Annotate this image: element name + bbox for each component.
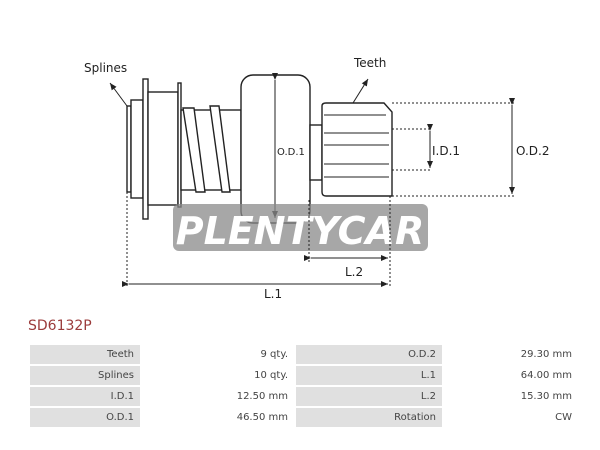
spec-key: L.1 <box>296 366 442 385</box>
spec-value: CW <box>444 408 578 427</box>
spec-key: Splines <box>30 366 140 385</box>
spec-key: O.D.2 <box>296 345 442 364</box>
starter-drive-diagram: Splines Teeth O.D.1 O.D.2 I.D.1 PLENTYCA… <box>84 56 549 301</box>
teeth-label: Teeth <box>353 56 386 70</box>
spec-value: 15.30 mm <box>444 387 578 406</box>
spec-key: Teeth <box>30 345 140 364</box>
spec-key: O.D.1 <box>30 408 140 427</box>
id1-label: I.D.1 <box>432 144 460 158</box>
od2-label: O.D.2 <box>516 144 549 158</box>
drive-drawing <box>126 74 393 224</box>
spec-value: 46.50 mm <box>142 408 294 427</box>
l1-label: L.1 <box>264 287 282 301</box>
product-code: SD6132P <box>28 318 92 334</box>
watermark <box>173 204 428 251</box>
spec-value: 64.00 mm <box>444 366 578 385</box>
spec-key: L.2 <box>296 387 442 406</box>
od1-label: O.D.1 <box>277 147 305 158</box>
spring-icon <box>182 105 231 193</box>
spec-key: I.D.1 <box>30 387 140 406</box>
spec-key: Rotation <box>296 408 442 427</box>
spec-value: 10 qty. <box>142 366 294 385</box>
watermark-text: PLENTYCAR <box>176 209 424 253</box>
l2-label: L.2 <box>345 265 363 279</box>
spec-value: 12.50 mm <box>142 387 294 406</box>
spec-value: 29.30 mm <box>444 345 578 364</box>
spec-value: 9 qty. <box>142 345 294 364</box>
splines-label: Splines <box>84 61 127 75</box>
